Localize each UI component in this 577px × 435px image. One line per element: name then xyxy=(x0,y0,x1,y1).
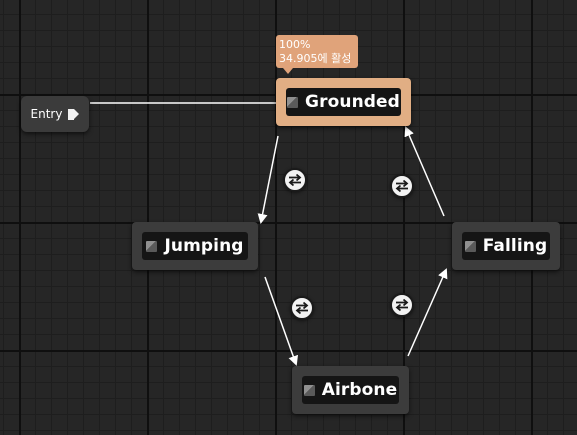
wire-jumping-to-airbone[interactable] xyxy=(264,276,299,366)
wire-falling-to-grounded[interactable] xyxy=(404,126,445,217)
entry-node[interactable]: Entry xyxy=(21,96,89,132)
state-label-grounded: Grounded xyxy=(305,92,400,112)
tooltip-active-time: 34.905에 활성 xyxy=(279,52,352,65)
active-state-tooltip: 100% 34.905에 활성 xyxy=(276,35,358,74)
state-node-jumping-title: Jumping xyxy=(142,232,248,260)
state-square-icon xyxy=(146,240,158,252)
state-node-jumping[interactable]: Jumping xyxy=(132,222,258,270)
state-label-jumping: Jumping xyxy=(164,236,244,256)
state-node-falling-title: Falling xyxy=(462,232,550,260)
state-square-icon xyxy=(287,96,299,108)
transition-rule-icon-grounded-jumping[interactable] xyxy=(283,168,307,192)
state-square-icon xyxy=(464,240,476,252)
entry-label: Entry xyxy=(30,107,63,121)
state-square-icon xyxy=(303,384,315,396)
wire-grounded-to-jumping[interactable] xyxy=(257,135,279,224)
state-label-airbone: Airbone xyxy=(321,380,398,400)
transition-rule-icon-jumping-airbone[interactable] xyxy=(290,296,314,320)
state-node-airbone[interactable]: Airbone xyxy=(292,366,409,414)
state-node-airbone-title: Airbone xyxy=(302,376,399,404)
transition-rule-icon-airbone-falling[interactable] xyxy=(390,293,414,317)
transition-rule-icon-falling-grounded[interactable] xyxy=(390,174,414,198)
tooltip-weight: 100% xyxy=(279,38,311,51)
state-node-falling[interactable]: Falling xyxy=(452,222,560,270)
entry-arrow-pin-icon[interactable] xyxy=(68,108,80,120)
state-node-grounded-title: Grounded xyxy=(286,88,401,116)
wire-airbone-to-falling[interactable] xyxy=(407,268,448,357)
state-label-falling: Falling xyxy=(482,236,548,256)
state-node-grounded[interactable]: Grounded xyxy=(276,78,411,126)
